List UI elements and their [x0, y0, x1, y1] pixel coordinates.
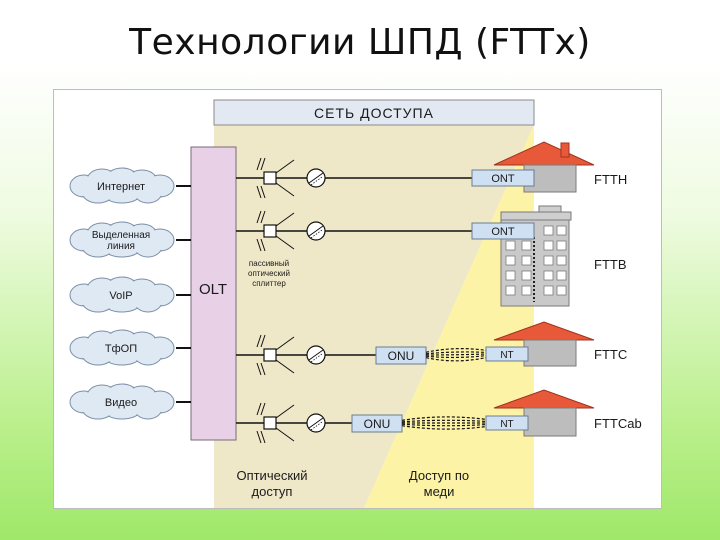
splitter-note-line-2: оптический — [248, 269, 290, 278]
fttb-window — [521, 285, 532, 296]
fttb-window — [543, 270, 554, 281]
slide-title: Технологии ШПД (FTTx) — [129, 22, 591, 63]
cloud-label-internet: Интернет — [97, 181, 145, 193]
fttb-window — [543, 285, 554, 296]
fttcab-onu-label: ONU — [364, 417, 391, 431]
fttb-ont-label: ONT — [491, 226, 515, 238]
ftth-ont-label: ONT — [491, 173, 515, 185]
optical-access-region — [214, 100, 534, 508]
fttb-ont-box — [471, 222, 535, 240]
copper-access-region-fill — [364, 125, 534, 508]
splitter-box-4 — [263, 416, 277, 430]
fttb-window — [505, 255, 516, 266]
splitter-box-3 — [263, 348, 277, 362]
fttcab-house-body — [523, 407, 577, 437]
splitter-box-2 — [263, 224, 277, 238]
splitter-note-line-1: пассивный — [249, 259, 289, 268]
cloud-label-leased-line-1: Выделенная — [92, 230, 150, 241]
splitter-note-line-3: сплиттер — [252, 279, 286, 288]
fttb-window — [556, 285, 567, 296]
olt-block — [190, 146, 237, 441]
cloud-label-video: Видео — [105, 397, 137, 409]
cloud-label-pstn: ТфОП — [105, 343, 137, 355]
access-network-header-box — [213, 99, 535, 126]
ftth-label: FTTH — [594, 172, 627, 187]
ftth-ont-box — [471, 169, 535, 187]
fttb-window — [556, 240, 567, 251]
cloud-voip: VoIP — [69, 276, 191, 313]
optical-access-label-1: Оптический — [236, 468, 307, 483]
fttc-nt-label: NT — [500, 350, 513, 361]
fttb-window — [521, 270, 532, 281]
fttc-copper-lines — [425, 348, 487, 362]
cloud-internet: Интернет — [69, 167, 191, 204]
cloud-label-voip: VoIP — [109, 290, 132, 302]
fiber-line-3 — [236, 334, 376, 376]
fttb-roof — [500, 211, 572, 221]
fttcab-label: FTTCab — [594, 416, 642, 431]
fttc-label: FTTC — [594, 347, 627, 362]
fiber-line-4 — [236, 402, 352, 444]
fttb-window — [543, 255, 554, 266]
olt-label: OLT — [199, 281, 227, 298]
fttb-window — [556, 225, 567, 236]
fttb-window — [556, 270, 567, 281]
fttb-window — [556, 255, 567, 266]
fttcab-copper-lines — [401, 416, 487, 430]
copper-access-label-2: меди — [424, 484, 455, 499]
fttb-window — [505, 240, 516, 251]
fttb-window — [521, 240, 532, 251]
fttb-window — [505, 285, 516, 296]
fttx-diagram: СЕТЬ ДОСТУПА OLT ИнтернетВыделеннаялиния… — [69, 99, 642, 508]
ftth-house-chimney — [560, 142, 570, 158]
fttb-window — [505, 270, 516, 281]
fttb-label: FTTB — [594, 257, 627, 272]
fttb-window — [521, 255, 532, 266]
fttc-house-body — [523, 339, 577, 367]
optical-access-label-2: доступ — [252, 484, 293, 499]
fttc-onu-label: ONU — [388, 349, 415, 363]
cloud-label-leased-line-2: линия — [107, 241, 135, 252]
fttcab-nt-label: NT — [500, 419, 513, 430]
copper-access-label-1: Доступ по — [409, 468, 469, 483]
fttb-window — [543, 240, 554, 251]
fttb-window — [543, 225, 554, 236]
fttcab-nt-box — [485, 415, 529, 431]
fiber-line-1 — [236, 157, 472, 199]
cloud-video: Видео — [69, 383, 191, 420]
splitter-box-1 — [263, 171, 277, 185]
fttc-onu-box — [375, 346, 427, 365]
fiber-line-2 — [236, 210, 472, 252]
cloud-pstn: ТфОП — [69, 329, 191, 366]
access-network-header: СЕТЬ ДОСТУПА — [314, 105, 434, 121]
